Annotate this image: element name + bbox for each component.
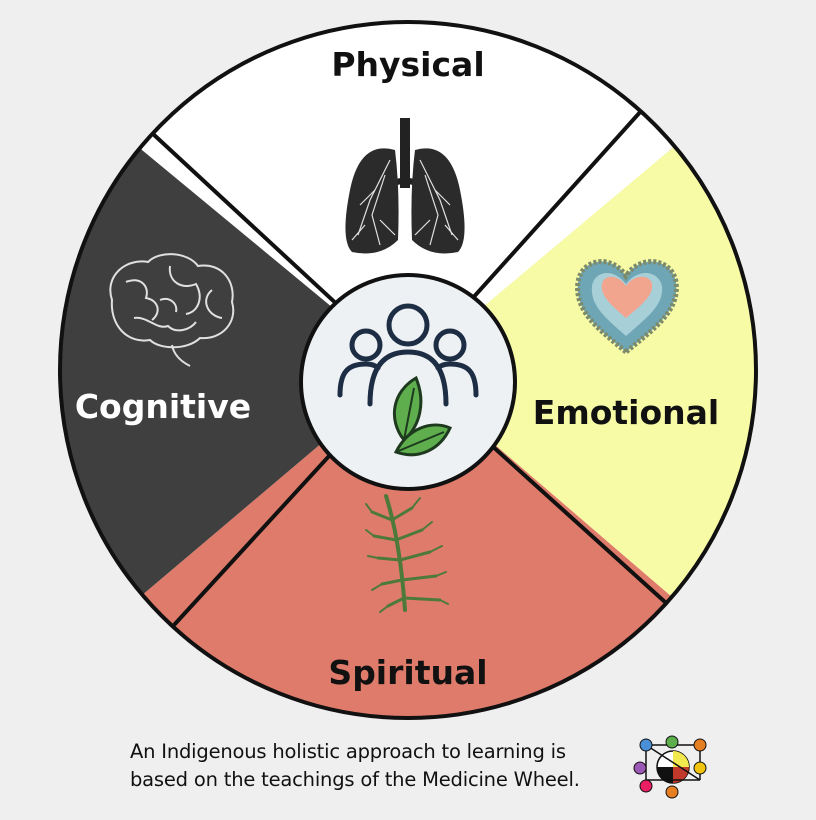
brain-icon bbox=[109, 253, 235, 367]
cedar-branch-icon bbox=[365, 494, 449, 613]
wheel-outline bbox=[58, 20, 758, 720]
caption: An Indigenous holistic approach to learn… bbox=[130, 738, 630, 794]
community-people-leaves-icon bbox=[337, 303, 479, 457]
caption-line-1: An Indigenous holistic approach to learn… bbox=[130, 740, 566, 763]
label-cognitive: Cognitive bbox=[75, 387, 251, 426]
beaded-heart-icon bbox=[575, 259, 679, 356]
medicine-wheel-network-logo-icon bbox=[633, 735, 707, 799]
label-physical: Physical bbox=[331, 45, 484, 84]
segment-emotional bbox=[408, 22, 756, 718]
caption-line-2: based on the teachings of the Medicine W… bbox=[130, 768, 580, 791]
label-emotional: Emotional bbox=[533, 393, 719, 432]
segment-cognitive bbox=[60, 22, 408, 718]
label-spiritual: Spiritual bbox=[328, 653, 487, 692]
lungs-icon bbox=[345, 118, 465, 254]
